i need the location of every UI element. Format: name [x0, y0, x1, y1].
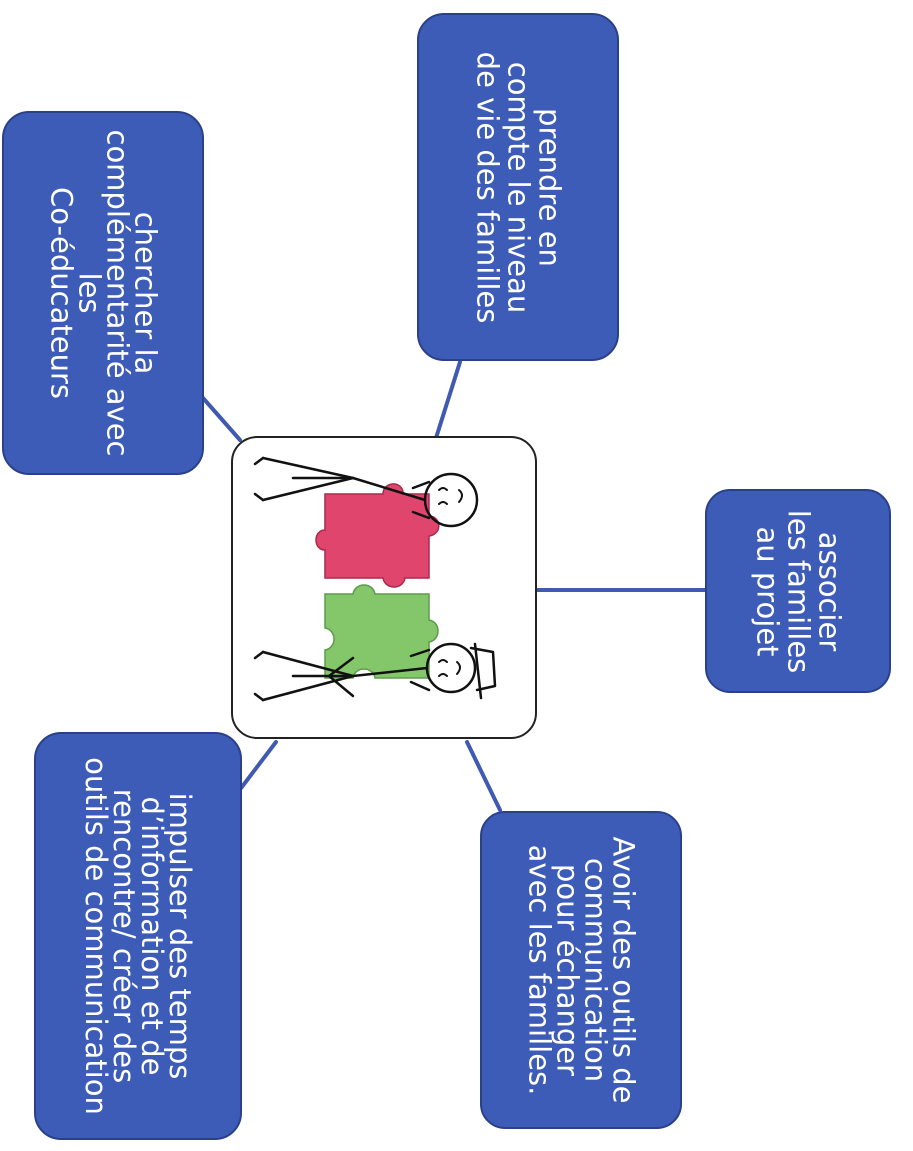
node-impulser-label: impulser des temps d’information et de r…	[79, 757, 198, 1115]
stick-figure-bottom	[253, 642, 497, 702]
stick-figure-top	[253, 456, 479, 528]
node-impulser: impulser des temps d’information et de r…	[35, 733, 241, 1139]
connector-prendre	[434, 360, 462, 440]
pink-puzzle-piece	[315, 483, 440, 588]
central-illustration	[231, 436, 537, 739]
node-associer-label: associer les familles au projet	[750, 509, 847, 673]
box-associer	[705, 489, 891, 693]
green-puzzle-piece	[324, 584, 439, 679]
node-prendre-label: prendre en compte le niveau de vie des f…	[470, 51, 567, 323]
box-chercher	[2, 111, 204, 475]
connector-avoir	[465, 740, 502, 812]
box-prendre	[417, 13, 619, 361]
node-prendre: prendre en compte le niveau de vie des f…	[418, 14, 618, 360]
node-avoir: Avoir des outils de communication pour é…	[481, 812, 681, 1128]
node-boxes	[2, 13, 891, 1140]
node-avoir-label: Avoir des outils de communication pour é…	[522, 836, 641, 1104]
node-associer: associer les familles au projet	[706, 490, 890, 692]
node-chercher: chercher la complémentarité avec les Co-…	[3, 112, 203, 474]
connector-lines	[201, 360, 708, 812]
box-impulser	[34, 732, 242, 1140]
puzzle-people-icon	[253, 456, 497, 702]
box-avoir	[480, 811, 682, 1129]
node-chercher-label: chercher la complémentarité avec les Co-…	[44, 129, 162, 457]
connector-chercher	[201, 396, 242, 442]
